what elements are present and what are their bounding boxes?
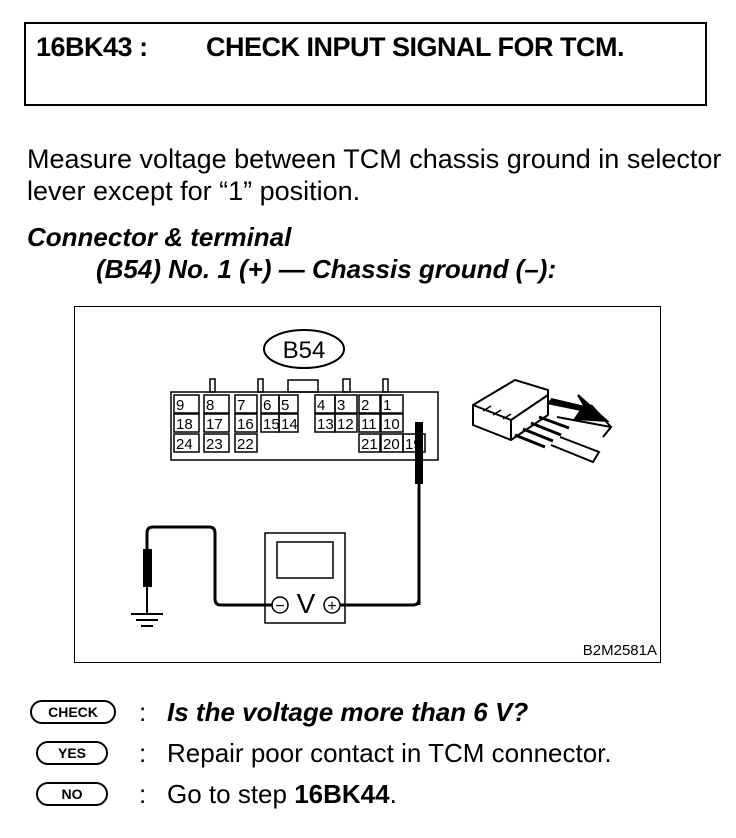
terminal-cell (203, 394, 230, 414)
terminal-cell (358, 433, 381, 453)
no-row: NO : Go to step 16BK44. (22, 779, 722, 815)
terminal-cell (203, 413, 230, 433)
connector-heading: Connector & terminal (27, 222, 292, 252)
connector-label: B54 (283, 337, 326, 364)
yes-colon: : (139, 738, 147, 768)
check-badge: CHECK (30, 700, 116, 724)
terminal-number: 2 (361, 397, 369, 414)
connector-label-ellipse (263, 329, 345, 369)
terminal-number: 20 (383, 436, 400, 453)
terminal-cell (278, 413, 299, 433)
terminal-cell (234, 433, 258, 453)
connector-b54 (170, 378, 439, 461)
terminal-number: 23 (206, 436, 223, 453)
terminal-cell (173, 413, 200, 433)
terminal-cell (358, 413, 381, 433)
figure-code: B2M2581A (583, 642, 657, 659)
terminal-cell (234, 394, 258, 414)
terminal-cell (402, 433, 426, 453)
no-action: Go to step 16BK44. (167, 779, 397, 810)
terminal-number: 15 (263, 416, 280, 433)
terminal-number: 1 (383, 397, 391, 414)
terminal-number: 24 (176, 436, 193, 453)
no-action-prefix: Go to step (167, 779, 295, 809)
terminal-number: 18 (176, 416, 193, 433)
terminal-number: 3 (337, 397, 345, 414)
meter-plus-label: + (327, 598, 336, 615)
terminal-number: 11 (361, 416, 377, 433)
yes-row: YES : Repair poor contact in TCM connect… (22, 738, 722, 774)
yes-badge: YES (36, 741, 108, 765)
terminal-cell (334, 413, 358, 433)
voltmeter-symbol: V (297, 588, 316, 619)
terminal-number: 9 (176, 397, 184, 414)
no-badge: NO (36, 782, 108, 806)
minus-wire (145, 525, 272, 607)
terminal-number: 14 (281, 416, 298, 433)
check-question: Is the voltage more than 6 V? (167, 697, 529, 727)
step-id: 16BK43 : (36, 32, 148, 62)
meter-minus-label: − (275, 598, 284, 615)
terminal-number: 4 (317, 397, 325, 414)
terminal-cell (278, 394, 299, 414)
terminal-cell (358, 394, 381, 414)
terminal-cell (173, 433, 200, 453)
terminal-number: 22 (237, 436, 254, 453)
no-colon: : (139, 779, 147, 809)
yes-action: Repair poor contact in TCM connector. (167, 738, 612, 768)
chassis-ground-icon (131, 613, 163, 627)
terminal-number: 16 (237, 416, 254, 433)
terminal-cell (234, 413, 258, 433)
negative-probe (143, 549, 152, 587)
terminal-cell (380, 413, 404, 433)
no-action-suffix: . (389, 779, 397, 809)
terminal-cell (334, 394, 358, 414)
terminal-number: 8 (206, 397, 214, 414)
terminal-number: 17 (206, 416, 223, 433)
connector-sketch-icon (472, 378, 613, 464)
voltmeter (264, 532, 346, 624)
terminal-number: 12 (337, 416, 354, 433)
plus-wire (340, 598, 421, 607)
positive-probe (415, 422, 423, 484)
no-action-step: 16BK44 (294, 779, 390, 809)
check-colon: : (139, 697, 147, 727)
check-row: CHECK : Is the voltage more than 6 V? (22, 697, 722, 733)
terminal-number: 5 (281, 397, 289, 414)
terminal-cell (380, 394, 404, 414)
terminal-number: 13 (317, 416, 334, 433)
terminal-cell (173, 394, 200, 414)
step-title: CHECK INPUT SIGNAL FOR TCM. (206, 32, 625, 62)
connector-detail: (B54) No. 1 (+) — Chassis ground (–): (96, 254, 557, 284)
step-header: 16BK43 : CHECK INPUT SIGNAL FOR TCM. (24, 22, 707, 106)
instruction-text: Measure voltage between TCM chassis grou… (27, 144, 722, 206)
terminal-number: 21 (361, 436, 378, 453)
terminal-number: 6 (263, 397, 271, 414)
terminal-number: 7 (237, 397, 245, 414)
terminal-cell (203, 433, 230, 453)
terminal-number: 10 (383, 416, 400, 433)
